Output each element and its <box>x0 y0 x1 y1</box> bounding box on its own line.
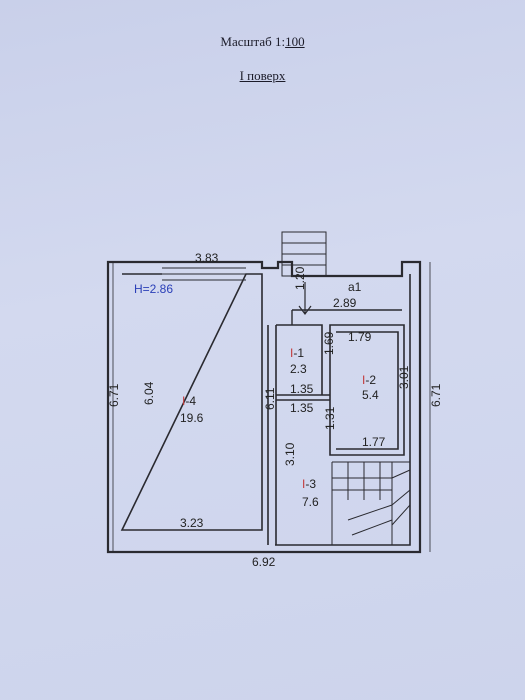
scale-prefix: Масштаб 1: <box>220 34 286 49</box>
dim-porch-depth: 1.20 <box>293 266 307 290</box>
room-1-area: 2.3 <box>290 362 307 376</box>
dim-room1-bottom: 1.35 <box>290 401 314 415</box>
inner-wall-right <box>275 274 411 546</box>
room-2-code: I-2 <box>362 373 376 387</box>
dim-left-inner: 6.04 <box>142 381 156 405</box>
scale-label: Масштаб 1:100 <box>0 34 525 50</box>
height-label: H=2.86 <box>134 282 173 296</box>
entry-arrow <box>298 282 312 315</box>
internal-stairs <box>331 461 411 545</box>
porch-line <box>291 309 402 325</box>
dim-room4-bottom: 3.23 <box>180 516 204 530</box>
room-3-code: I-3 <box>302 477 316 491</box>
dim-partition: 6.11 <box>263 387 277 410</box>
room-2-area: 5.4 <box>362 388 379 402</box>
dim-room2-height: 3.01 <box>397 365 411 389</box>
dim-corridor: 1.31 <box>323 406 337 430</box>
dim-top-width: 3.83 <box>195 251 219 265</box>
inner-wall <box>120 273 263 531</box>
dim-room3-height: 3.10 <box>283 442 297 466</box>
porch-label: a1 <box>348 280 362 294</box>
scale-value: 100 <box>285 34 305 49</box>
partition-wall <box>267 325 277 545</box>
dim-room1-top: 1.35 <box>290 382 314 396</box>
room2-walls <box>329 324 405 456</box>
dim-left-outer: 6.71 <box>107 383 121 407</box>
dim-room1-height: 1.69 <box>322 331 336 355</box>
dim-right-outer: 6.71 <box>429 383 443 407</box>
dim-bottom-width: 6.92 <box>252 555 276 569</box>
entrance-stairs <box>281 231 327 277</box>
dim-room2-top: 1.79 <box>348 330 372 344</box>
floor-label: I поверх <box>239 68 286 83</box>
room-3-area: 7.6 <box>302 495 319 509</box>
window-top <box>162 267 246 281</box>
room-4-code: I-4 <box>182 394 196 408</box>
room-1-code: I-1 <box>290 346 304 360</box>
dim-room2-bottom: 1.77 <box>362 435 386 449</box>
room-4-area: 19.6 <box>180 411 204 425</box>
dim-porch-width: 2.89 <box>333 296 357 310</box>
